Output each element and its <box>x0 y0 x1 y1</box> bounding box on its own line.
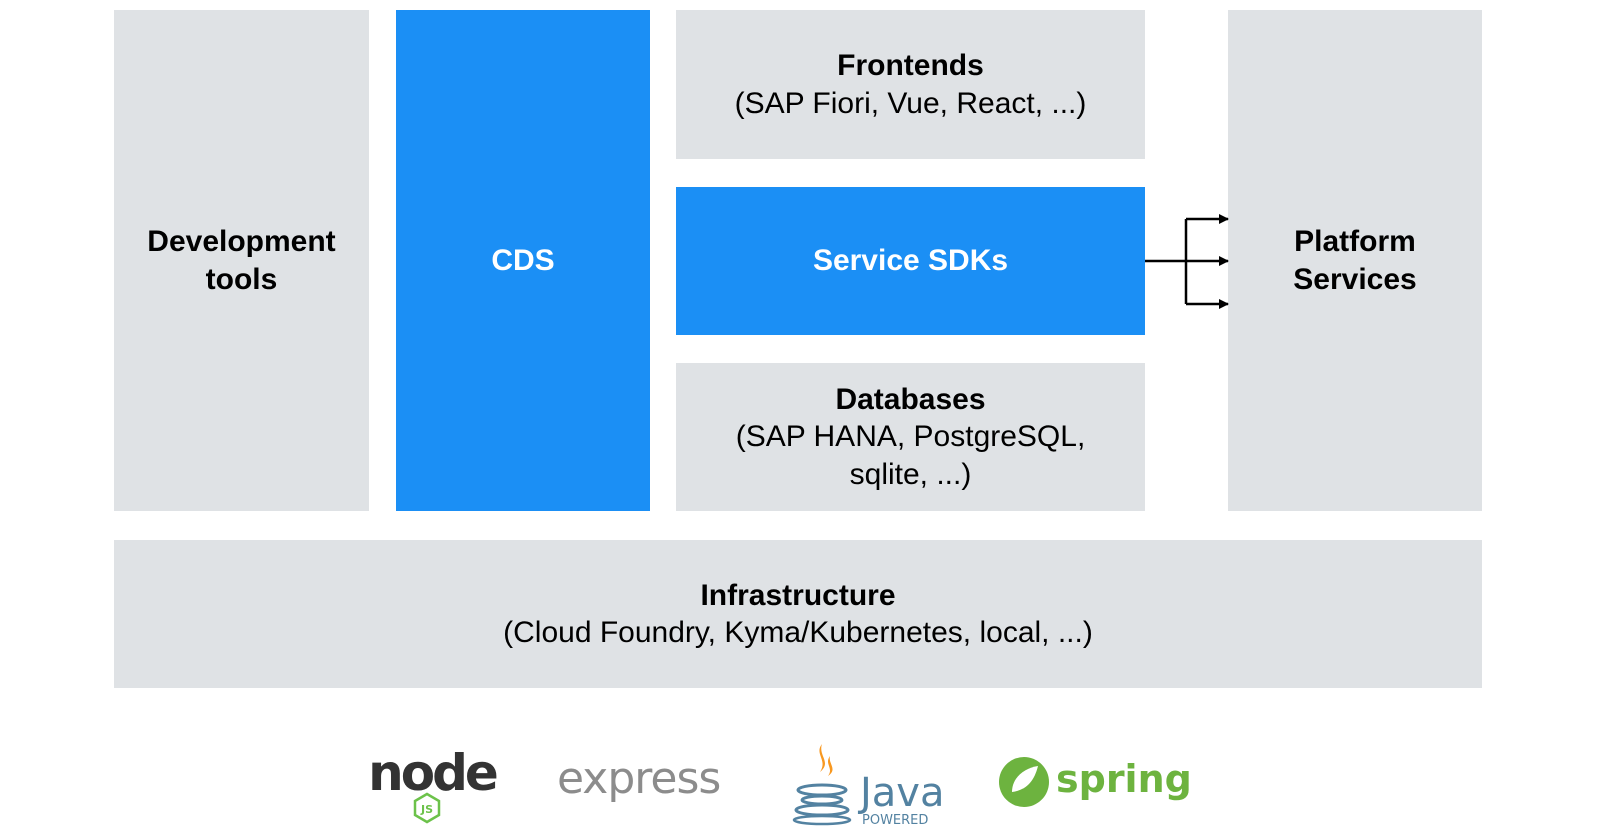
spring-logo: spring <box>998 752 1203 812</box>
nodejs-logo-icon: node JS <box>368 744 500 824</box>
frontends-subtitle: (SAP Fiori, Vue, React, ...) <box>734 86 1087 120</box>
java-base <box>792 814 852 826</box>
java-steam-flame-2 <box>828 756 833 776</box>
nodejs-js-mark: JS <box>420 803 433 816</box>
databases-block: Databases (SAP HANA, PostgreSQL, sqlite,… <box>676 363 1145 511</box>
java-wordmark: Java <box>857 770 945 816</box>
development-tools-label: Development tools <box>147 225 336 296</box>
infrastructure-block: Infrastructure (Cloud Foundry, Kyma/Kube… <box>114 540 1482 688</box>
cds-label: CDS <box>491 243 555 277</box>
spring-leaf <box>1012 766 1038 792</box>
express-logo: express <box>555 753 735 805</box>
java-powered-text: POWERED <box>862 813 928 828</box>
infrastructure-subtitle: (Cloud Foundry, Kyma/Kubernetes, local, … <box>503 616 1093 649</box>
java-steam-flame <box>819 744 825 772</box>
java-cup-rim <box>796 783 848 797</box>
nodejs-hexagon <box>413 792 441 824</box>
spring-wordmark: spring <box>1056 757 1192 801</box>
nodejs-logo: node JS <box>362 738 502 828</box>
java-cup-body <box>800 794 844 806</box>
express-logo-icon: express <box>557 753 721 804</box>
frontends-block: Frontends (SAP Fiori, Vue, React, ...) <box>676 10 1145 159</box>
development-tools-block: Development tools <box>114 10 369 511</box>
java-saucer <box>794 803 850 817</box>
java-logo: Java POWERED <box>792 738 962 830</box>
spring-logo-icon: spring <box>999 757 1192 807</box>
nodejs-wordmark: node <box>368 744 497 802</box>
express-wordmark: express <box>557 755 720 804</box>
databases-subtitle: (SAP HANA, PostgreSQL, sqlite, ...) <box>735 420 1086 491</box>
platform-services-block: Platform Services <box>1228 10 1482 511</box>
sdk-to-platform-arrows <box>1145 214 1229 309</box>
service-sdks-label: Service SDKs <box>812 244 1009 278</box>
cds-block: CDS <box>396 10 650 511</box>
service-sdks-block: Service SDKs <box>676 187 1145 335</box>
databases-title: Databases <box>835 382 986 416</box>
infrastructure-title: Infrastructure <box>700 578 896 612</box>
frontends-title: Frontends <box>837 49 984 82</box>
platform-services-label: Platform Services <box>1293 225 1417 296</box>
java-logo-icon: Java POWERED <box>792 744 945 828</box>
